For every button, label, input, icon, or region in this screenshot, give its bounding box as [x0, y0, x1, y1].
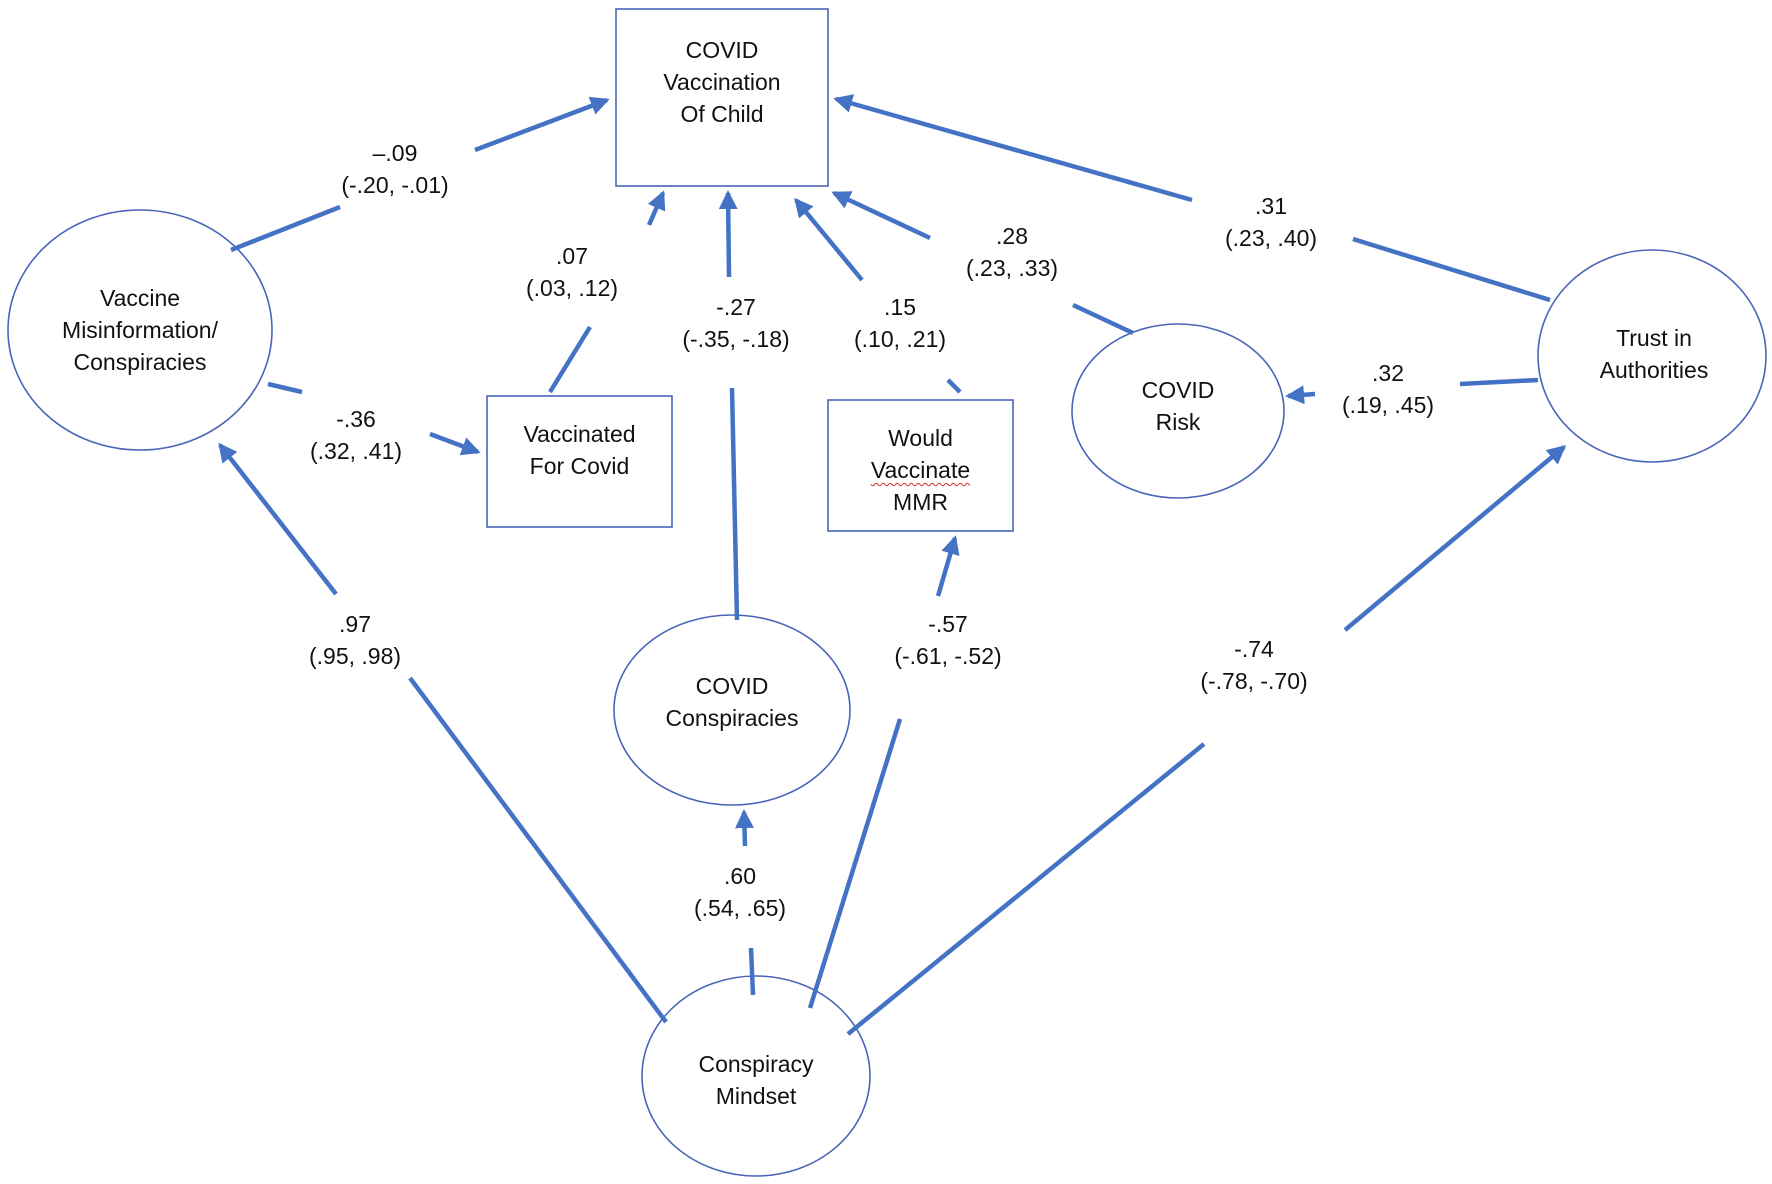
edge-mindset-to-covidconsp: [735, 809, 756, 996]
node-vaccinated-for-covid: Vaccinated For Covid: [487, 418, 672, 482]
spellcheck-underlined-word: Vaccinate: [870, 457, 971, 483]
node-shape-covid-risk: [1071, 323, 1285, 499]
node-vaccine-misinformation: Vaccine Misinformation/ Conspiracies: [20, 282, 260, 378]
edge-confidence-interval: (.95, .98): [308, 643, 402, 669]
edge-coefficient: .97: [339, 611, 371, 637]
edge-coefficient: -.74: [1234, 636, 1274, 662]
node-shape-would-vaccinate-mmr: [827, 399, 1014, 532]
edge-confidence-interval: (.19, .45): [1341, 392, 1435, 418]
edge-mmr-to-child: [794, 197, 962, 394]
edge-label-misinfo-to-child: –.09 (-.20, -.01): [341, 137, 448, 201]
node-label-line: Vaccinated: [523, 421, 636, 447]
node-shape-covid-conspiracies: [613, 614, 851, 806]
edge-covidconsp-to-child: [718, 190, 740, 621]
edge-risk-to-child: [831, 190, 1134, 336]
edge-confidence-interval: (.32, .41): [309, 438, 403, 464]
node-covid-vaccination-child: COVID Vaccination Of Child: [616, 34, 828, 130]
edge-vaccinated-to-child: [548, 190, 666, 394]
edge-confidence-interval: (.54, .65): [693, 895, 787, 921]
node-label-line: Conspiracy: [698, 1051, 814, 1077]
node-covid-conspiracies: COVID Conspiracies: [614, 670, 850, 734]
node-shape-trust-in-authorities: [1537, 249, 1767, 463]
edge-label-mindset-to-misinfo: .97 (.95, .98): [309, 608, 401, 672]
node-covid-risk: COVID Risk: [1072, 374, 1284, 438]
node-label-line: Vaccination: [663, 69, 781, 95]
edge-confidence-interval: (-.61, -.52): [894, 643, 1002, 669]
node-label-line: Conspiracies: [665, 705, 799, 731]
edge-confidence-interval: (-.20, -.01): [341, 172, 449, 198]
edge-label-covidconsp-to-child: -.27 (-.35, -.18): [682, 291, 789, 355]
node-label-line: COVID: [695, 673, 769, 699]
edge-mindset-to-misinfo: [218, 442, 668, 1024]
edge-mindset-to-trust: [846, 445, 1567, 1036]
node-label-line: Mindset: [715, 1083, 797, 1109]
node-label-line: Conspiracies: [73, 349, 207, 375]
node-trust-in-authorities: Trust in Authorities: [1540, 322, 1768, 386]
edge-confidence-interval: (.10, .21): [853, 326, 947, 352]
node-shape-vaccinated-for-covid: [486, 395, 673, 528]
node-label-line: Vaccinate: [828, 454, 1013, 486]
node-label-line: For Covid: [529, 453, 630, 479]
node-label-line: MMR: [893, 489, 948, 515]
node-label-line: Trust in: [1616, 325, 1692, 351]
edge-label-vaccinated-to-child: .07 (.03, .12): [526, 240, 618, 304]
edge-trust-to-child: [833, 94, 1551, 303]
node-label-line: Misinformation/: [62, 317, 218, 343]
node-label-line: Of Child: [680, 101, 764, 127]
edge-misinfo-to-vaccinated: [267, 381, 481, 456]
node-shape-conspiracy-mindset: [641, 975, 871, 1177]
edge-misinfo-to-child: [230, 96, 610, 253]
edge-label-mindset-to-mmr: -.57 (-.61, -.52): [894, 608, 1001, 672]
node-shape-covid-vaccination-child: [615, 8, 829, 187]
node-conspiracy-mindset: Conspiracy Mindset: [642, 1048, 870, 1112]
node-label-line: Would: [888, 425, 953, 451]
edge-confidence-interval: (-.35, -.18): [682, 326, 790, 352]
node-label-line: COVID: [685, 37, 759, 63]
edge-confidence-interval: (.03, .12): [525, 275, 619, 301]
edge-label-mindset-to-covidconsp: .60 (.54, .65): [694, 860, 786, 924]
edge-label-mmr-to-child: .15 (.10, .21): [854, 291, 946, 355]
node-label-line: Risk: [1155, 409, 1201, 435]
edge-mindset-to-mmr: [807, 535, 960, 1009]
edge-label-risk-to-child: .28 (.23, .33): [966, 220, 1058, 284]
edge-label-misinfo-to-vaccinated: -.36 (.32, .41): [310, 403, 402, 467]
edge-coefficient: .28: [996, 223, 1028, 249]
edge-coefficient: .31: [1255, 193, 1287, 219]
edge-coefficient: -.27: [716, 294, 756, 320]
edge-coefficient: -.57: [928, 611, 968, 637]
edge-coefficient: .32: [1372, 360, 1404, 386]
node-shape-vaccine-misinformation: [7, 209, 273, 451]
node-label-line: Authorities: [1599, 357, 1709, 383]
edge-label-trust-to-risk: .32 (.19, .45): [1342, 357, 1434, 421]
edge-coefficient: –.09: [372, 140, 418, 166]
edge-label-trust-to-child: .31 (.23, .40): [1225, 190, 1317, 254]
edge-coefficient: .07: [556, 243, 588, 269]
edge-confidence-interval: (.23, .33): [965, 255, 1059, 281]
edge-confidence-interval: (.23, .40): [1224, 225, 1318, 251]
node-label-line: COVID: [1141, 377, 1215, 403]
edge-confidence-interval: (-.78, -.70): [1200, 668, 1308, 694]
edge-coefficient: .15: [884, 294, 916, 320]
node-would-vaccinate-mmr: Would Vaccinate MMR: [828, 422, 1013, 518]
edge-coefficient: .60: [724, 863, 756, 889]
node-label-line: Vaccine: [99, 285, 181, 311]
edge-trust-to-risk: [1285, 377, 1539, 405]
edge-coefficient: -.36: [336, 406, 376, 432]
edge-label-mindset-to-trust: -.74 (-.78, -.70): [1200, 633, 1307, 697]
